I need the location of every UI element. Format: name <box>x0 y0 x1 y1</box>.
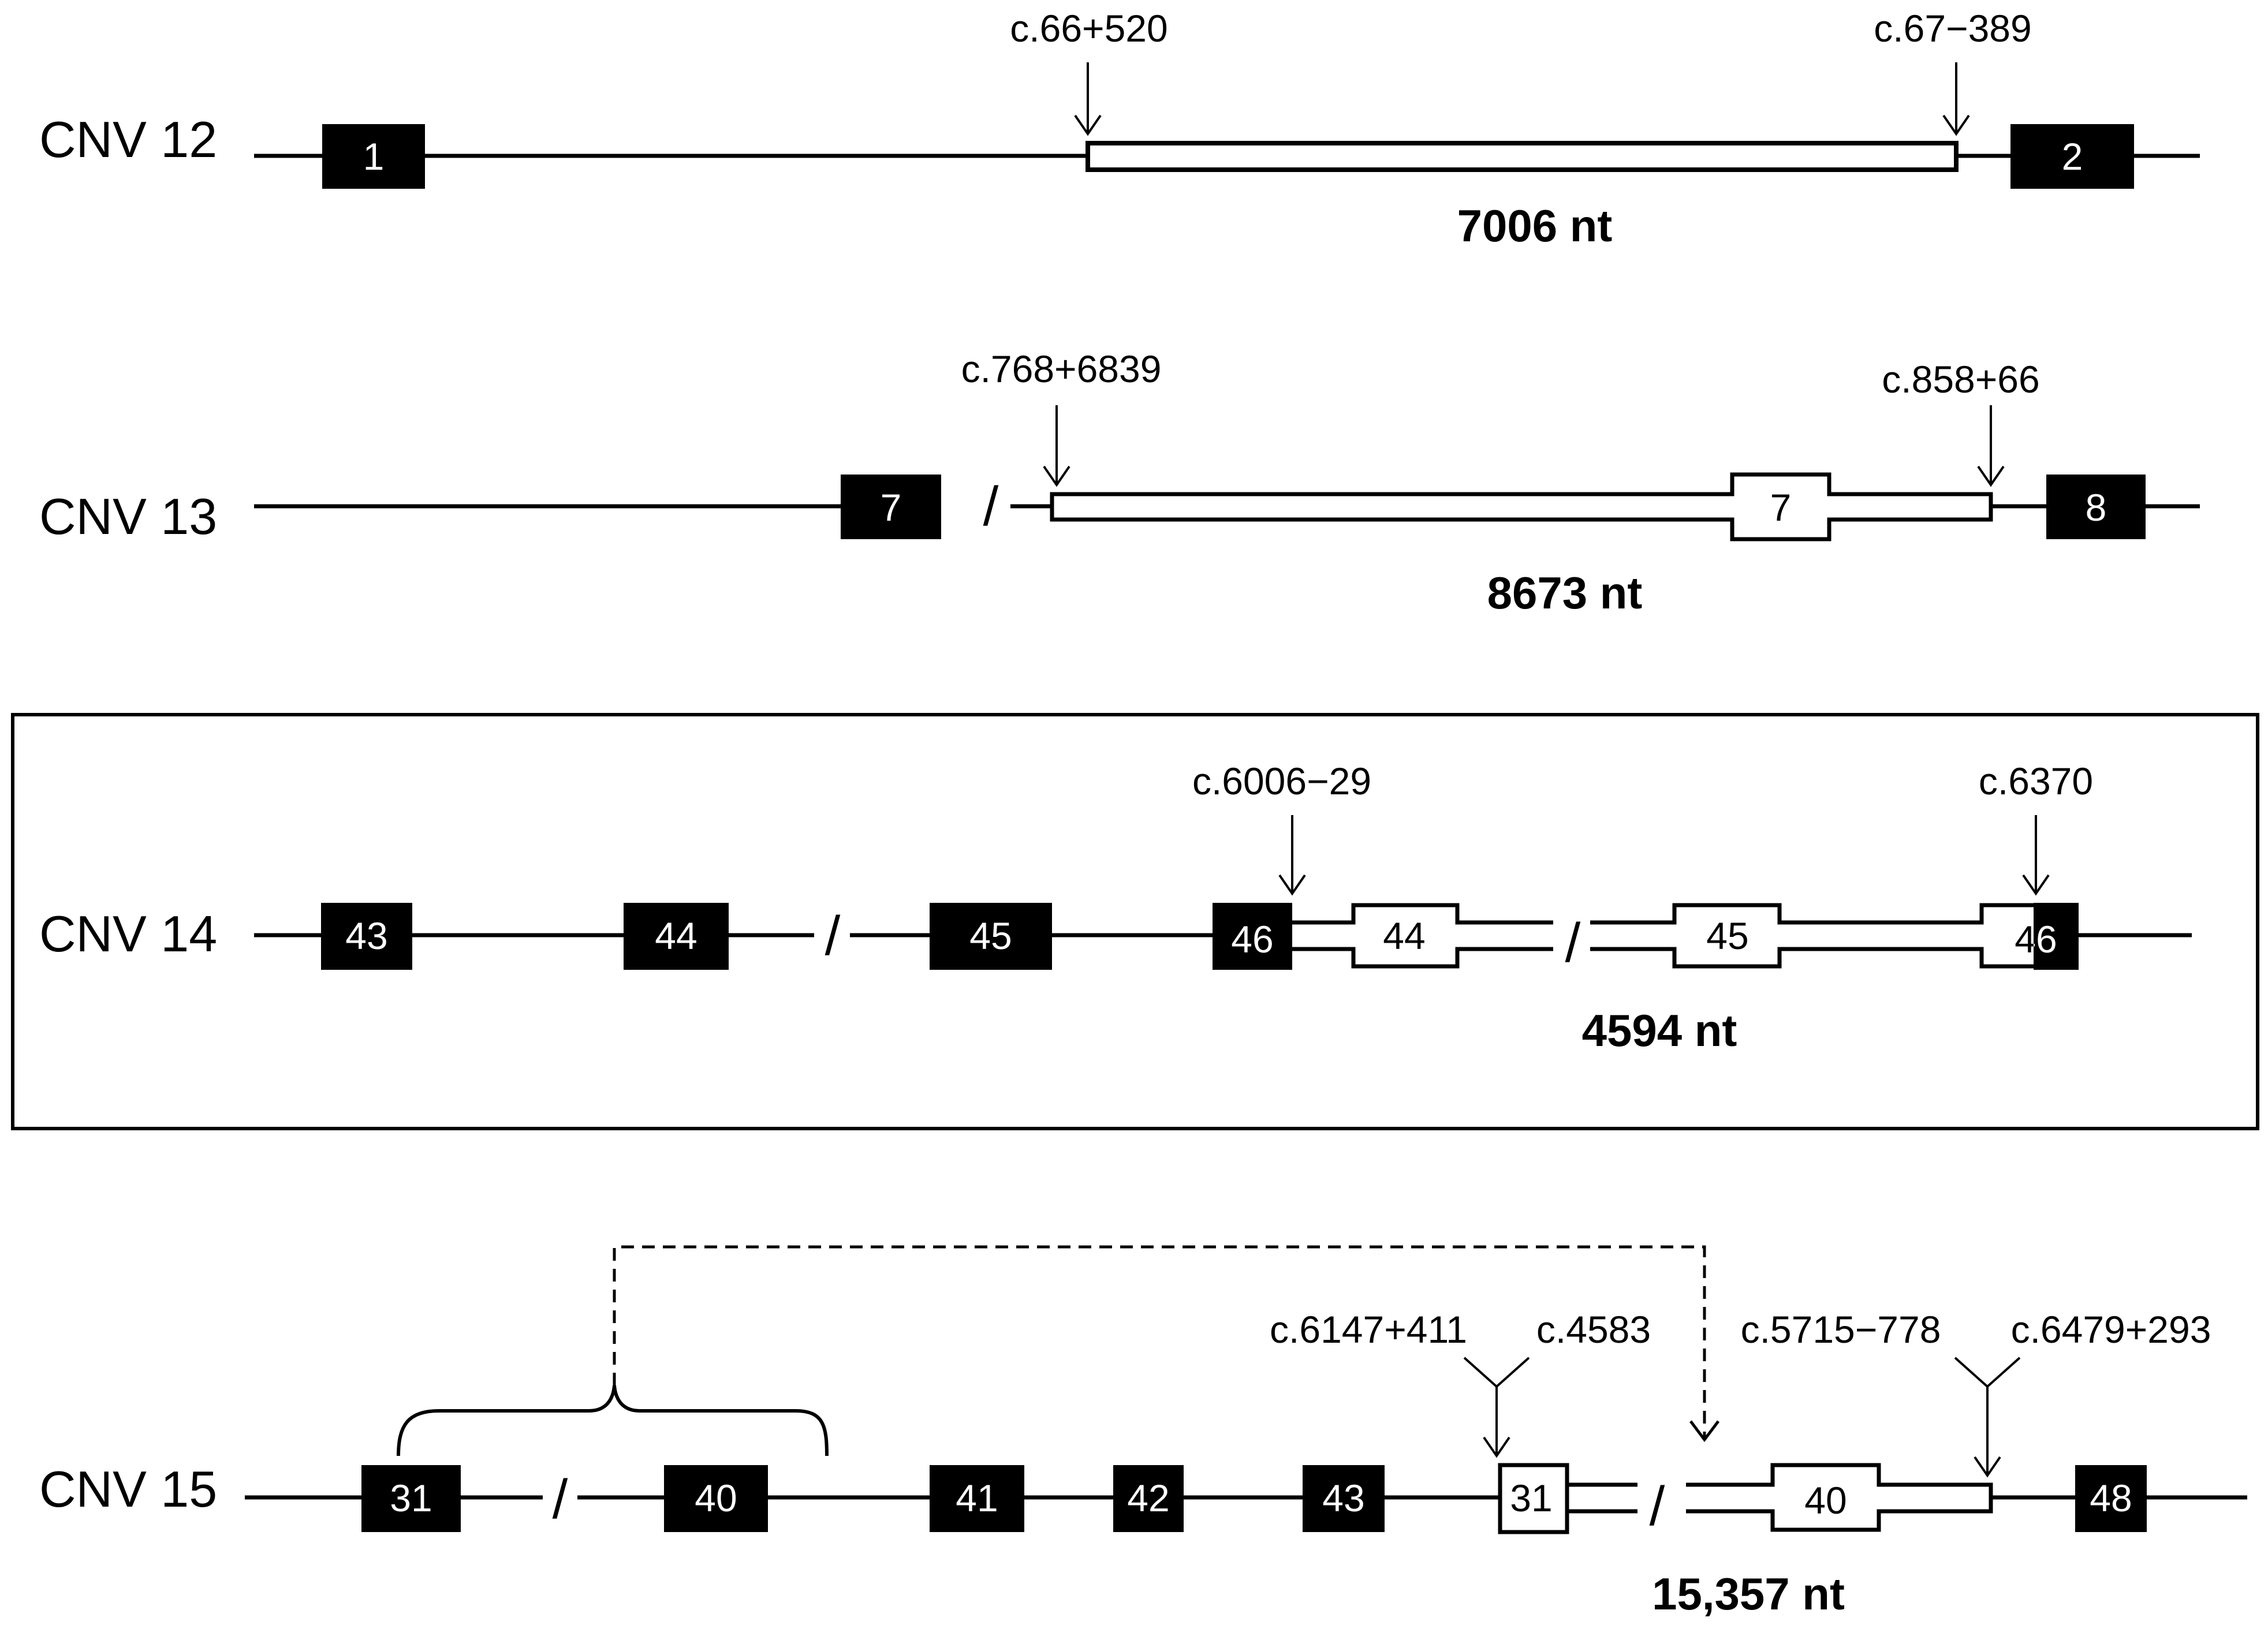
cnv-15-source-bracket <box>397 1385 829 1456</box>
cnv-12-exon-1: 1 <box>322 124 425 189</box>
cnv-14-highlight-box <box>11 713 2259 1130</box>
cnv-14-inserted-exon-46: 46 46 <box>2015 918 2057 961</box>
svg-text:43: 43 <box>345 914 387 957</box>
cnv-15-duplicated-segment: / <box>1498 1463 1993 1537</box>
cnv-14-duplicated-segment: / <box>1292 903 2079 974</box>
svg-text:46: 46 <box>2015 918 2057 961</box>
cnv-12-label: CNV 12 <box>39 111 217 168</box>
svg-text:45: 45 <box>969 914 1012 957</box>
cnv-15-exon-43: 43 <box>1303 1465 1385 1532</box>
svg-text:c.6370: c.6370 <box>1979 760 2093 802</box>
svg-text:46: 46 <box>1231 918 1273 961</box>
cnv-14-inserted-exon-44: 44 <box>1383 914 1425 957</box>
cnv-14-breakpoint-right: c.6370 <box>1979 760 2093 896</box>
svg-text:8: 8 <box>2086 486 2107 529</box>
svg-text:c.768+6839: c.768+6839 <box>961 348 1162 390</box>
cnv-14-exon-43: 43 <box>321 903 412 970</box>
svg-text:1: 1 <box>363 135 385 178</box>
svg-text:c.6479+293: c.6479+293 <box>2011 1308 2211 1351</box>
cnv-12-row: CNV 12 1 2 c.66+520 c.67−389 7006 nt <box>39 7 2200 251</box>
svg-text:c.67−389: c.67−389 <box>1874 7 2031 50</box>
cnv-13-size: 8673 nt <box>1487 567 1643 618</box>
cnv-14-exon-45: 45 <box>930 903 1052 970</box>
svg-text:48: 48 <box>2090 1477 2132 1519</box>
cnv-14-row: CNV 14 / 43 44 45 46 / <box>11 713 2259 1130</box>
cnv-12-exon-2: 2 <box>2010 124 2134 189</box>
cnv-15-break-mark-1: / <box>553 1469 568 1530</box>
cnv-15-break-mark-2: / <box>1650 1475 1665 1537</box>
cnv-12-breakpoint-left: c.66+520 <box>1010 7 1168 136</box>
cnv-14-size: 4594 nt <box>1582 1005 1737 1056</box>
cnv-13-inserted-exon-7: 7 <box>1770 486 1792 529</box>
cnv-15-exon-48: 48 <box>2075 1465 2147 1532</box>
svg-text:7: 7 <box>881 486 902 529</box>
cnv-15-inserted-exon-40: 40 <box>1804 1479 1847 1522</box>
cnv-12-size: 7006 nt <box>1457 200 1613 251</box>
svg-text:c.5715−778: c.5715−778 <box>1741 1308 1941 1351</box>
cnv-12-breakpoint-right: c.67−389 <box>1874 7 2032 136</box>
svg-text:40: 40 <box>695 1477 737 1519</box>
cnv-14-exon-44: 44 <box>624 903 729 970</box>
cnv-14-break-mark-2: / <box>1565 912 1581 974</box>
cnv-13-break-mark: / <box>983 476 999 537</box>
cnv-15-breakpoint-pair-left: c.6147+411 c.4583 <box>1270 1308 1651 1458</box>
cnv-13-duplicated-segment <box>1050 472 1993 541</box>
cnv-15-exon-40: 40 <box>664 1465 768 1532</box>
cnv-13-label: CNV 13 <box>39 488 217 545</box>
svg-text:44: 44 <box>655 914 697 957</box>
cnv-14-exon-46: 46 <box>1213 903 1292 970</box>
cnv-14-inserted-exon-45: 45 <box>1706 914 1748 957</box>
cnv-15-dashed-connector <box>613 1245 1706 1437</box>
svg-text:31: 31 <box>390 1477 432 1519</box>
svg-text:2: 2 <box>2062 135 2083 178</box>
cnv-15-exon-31: 31 <box>361 1465 461 1532</box>
svg-text:c.858+66: c.858+66 <box>1882 358 2039 401</box>
svg-text:c.6006−29: c.6006−29 <box>1192 760 1371 802</box>
cnv-15-row: CNV 15 / 31 40 41 42 43 48 <box>39 1245 2247 1619</box>
cnv-14-breakpoint-left: c.6006−29 <box>1192 760 1371 896</box>
cnv-15-breakpoint-pair-right: c.5715−778 c.6479+293 <box>1741 1308 2211 1478</box>
svg-text:c.4583: c.4583 <box>1536 1308 1651 1351</box>
svg-text:42: 42 <box>1127 1477 1169 1519</box>
svg-text:46: 46 <box>2015 918 2057 961</box>
cnv-13-breakpoint-left: c.768+6839 <box>961 348 1162 487</box>
svg-text:c.6147+411: c.6147+411 <box>1270 1308 1467 1351</box>
cnv-15-size: 15,357 nt <box>1652 1568 1845 1619</box>
cnv-13-exon-8: 8 <box>2046 475 2146 539</box>
cnv-13-row: CNV 13 / 7 8 7 c.768+6839 c.858+66 8673 … <box>39 348 2200 618</box>
cnv-14-label: CNV 14 <box>39 905 217 962</box>
svg-text:43: 43 <box>1322 1477 1364 1519</box>
cnv-12-duplicated-segment <box>1085 141 1959 172</box>
cnv-13-exon-7: 7 <box>841 475 941 539</box>
cnv-14-break-mark-1: / <box>825 905 841 967</box>
cnv-13-breakpoint-right: c.858+66 <box>1882 358 2040 487</box>
cnv-15-connector-arrowhead <box>1689 1420 1719 1443</box>
cnv-15-label: CNV 15 <box>39 1460 217 1518</box>
svg-text:c.66+520: c.66+520 <box>1010 7 1167 50</box>
cnv-15-inserted-exon-31: 31 <box>1510 1477 1552 1519</box>
cnv-15-exon-42: 42 <box>1113 1465 1184 1532</box>
svg-text:41: 41 <box>956 1477 998 1519</box>
cnv-15-exon-41: 41 <box>930 1465 1024 1532</box>
